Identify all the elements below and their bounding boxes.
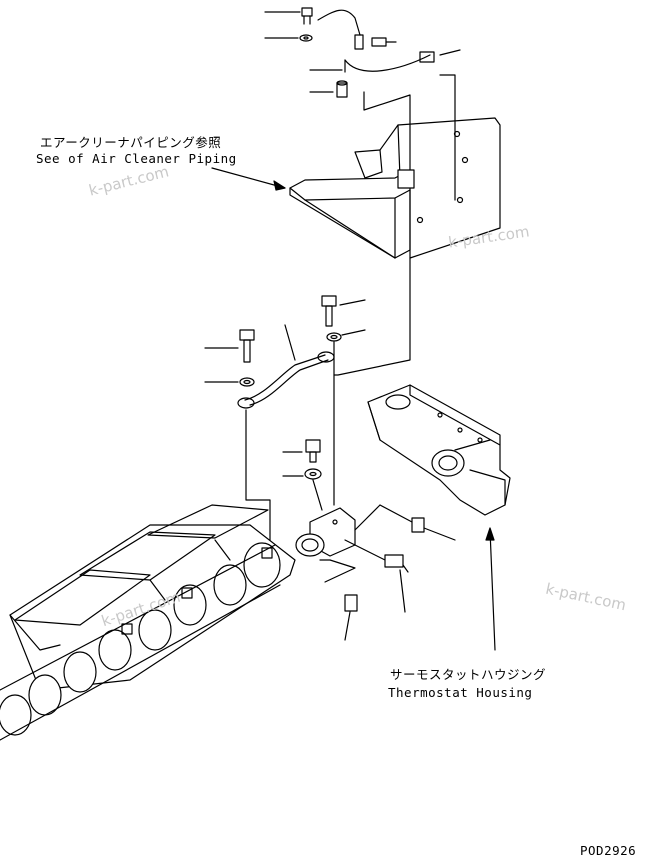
thermostat-label-jp: サーモスタットハウジング [390,667,547,682]
thermostat-label-en: Thermostat Housing [388,685,533,700]
top-bolt-fitting [264,7,313,25]
coolant-fitting [379,504,456,541]
drain-plug [319,559,358,641]
temperature-sensor [344,539,409,613]
air-cleaner-label-jp: エアークリーナパイピング参照 [40,135,222,150]
top-washer [264,34,313,42]
spacer-bushing [309,80,348,98]
ground-strap [237,324,335,409]
thermostat-arrow [489,529,496,651]
strap-bolt [204,329,255,387]
thermostat-housing [367,384,511,516]
engine-camshaft-assembly [0,504,296,741]
bracket-bolt-group [321,295,366,506]
housing-bolt [282,439,323,511]
air-cleaner-label-en: See of Air Cleaner Piping [36,151,237,166]
drawing-number: POD2926 [580,843,637,858]
air-cleaner-arrow [211,167,286,189]
sensor-harness [309,9,461,73]
lower-thermostat-housing [295,504,381,557]
